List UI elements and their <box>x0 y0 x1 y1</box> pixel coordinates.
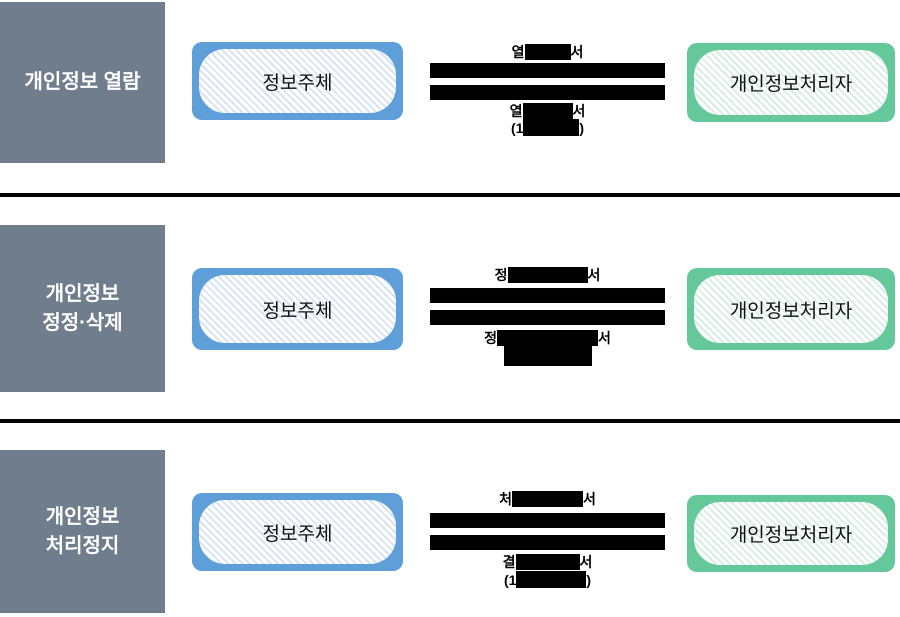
label-prefix: 결 <box>502 554 516 570</box>
redaction-box <box>503 346 592 366</box>
label-suffix: 서 <box>583 491 596 507</box>
category-label-line1: 개인정보 <box>45 505 120 528</box>
redaction-box <box>523 119 580 136</box>
redaction-box <box>516 571 587 588</box>
redaction-bar <box>430 85 665 100</box>
redaction-box <box>497 330 598 346</box>
category-label-line2: 정정·삭제 <box>42 311 123 334</box>
category-label-line1: 개인정보 <box>45 282 120 305</box>
redaction-box <box>522 103 573 119</box>
processor-box: 개인정보처리자 <box>687 43 895 122</box>
label-suffix: 서 <box>570 44 584 60</box>
arrow-label-bottom-line2 <box>430 346 665 366</box>
processor-box: 개인정보처리자 <box>687 495 895 572</box>
label-prefix: 열 <box>509 103 523 119</box>
processor-box: 개인정보처리자 <box>687 268 895 350</box>
label-suffix: ) <box>586 571 592 588</box>
redaction-bar <box>430 513 665 528</box>
redaction-bar <box>430 63 665 78</box>
row-divider <box>0 193 900 197</box>
redaction-bar <box>430 288 665 303</box>
redaction-box <box>524 44 571 60</box>
data-subject-label: 정보주체 <box>262 72 333 94</box>
label-suffix: ) <box>579 119 585 136</box>
processor-label: 개인정보처리자 <box>729 525 853 546</box>
data-subject-box-inner: 정보주체 <box>199 500 396 564</box>
redaction-bar <box>430 535 665 550</box>
label-prefix: 정 <box>484 330 497 346</box>
label-prefix: 열 <box>511 44 525 60</box>
data-subject-box: 정보주체 <box>192 493 403 571</box>
arrow-label-bottom-line2: (1) <box>430 571 665 588</box>
data-subject-box: 정보주체 <box>192 268 403 350</box>
data-subject-label: 정보주체 <box>262 300 333 322</box>
data-subject-label: 정보주체 <box>262 523 333 545</box>
processor-box-inner: 개인정보처리자 <box>694 275 888 343</box>
processor-box-inner: 개인정보처리자 <box>694 502 888 565</box>
label-prefix: (1 <box>503 571 517 588</box>
redaction-box <box>515 554 580 570</box>
arrow-label-bottom-line2: (1) <box>430 119 665 136</box>
data-subject-box-inner: 정보주체 <box>199 275 396 343</box>
label-prefix: 정 <box>494 267 508 283</box>
category-label: 개인정보 열람 <box>24 71 141 93</box>
label-prefix: (1 <box>510 119 524 136</box>
processor-box-inner: 개인정보처리자 <box>694 50 888 115</box>
label-suffix: 서 <box>587 267 601 283</box>
processor-label: 개인정보처리자 <box>729 300 853 322</box>
category-label-line2: 처리정지 <box>45 534 120 557</box>
label-suffix: 서 <box>598 330 611 346</box>
row-divider <box>0 419 900 423</box>
data-subject-box: 정보주체 <box>192 42 403 120</box>
redaction-bar <box>430 310 665 325</box>
redaction-box <box>507 267 588 283</box>
category-box-access: 개인정보 열람 <box>0 2 165 163</box>
label-suffix: 서 <box>579 554 593 570</box>
processor-label: 개인정보처리자 <box>729 74 853 95</box>
redaction-box <box>512 491 583 507</box>
label-suffix: 서 <box>572 103 586 119</box>
category-box-suspension: 개인정보 처리정지 <box>0 450 165 613</box>
label-prefix: 처 <box>499 491 512 507</box>
category-box-correction: 개인정보 정정·삭제 <box>0 225 165 392</box>
data-subject-box-inner: 정보주체 <box>199 49 396 113</box>
